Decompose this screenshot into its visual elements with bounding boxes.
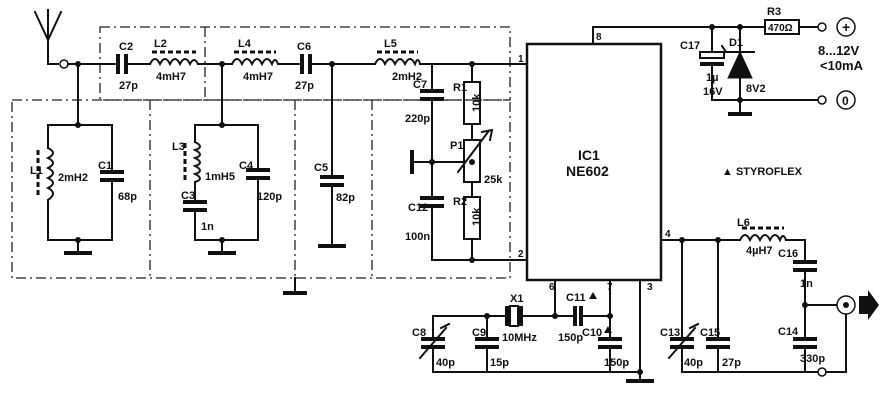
x1-value: 10MHz: [502, 332, 537, 344]
tank-l3-c3-c4: L3 1mH5 C3 1n C4 120p: [172, 124, 282, 255]
c3-ref: C3: [181, 190, 195, 202]
capacitor-c5: C5 82p: [314, 162, 355, 248]
d1-ref: D1: [729, 37, 743, 49]
l6-ref: L6: [737, 217, 750, 229]
capacitor-c6: C6 27p: [295, 41, 314, 92]
supply-current-label: <10mA: [820, 58, 864, 73]
c8-ref: C8: [412, 327, 426, 339]
pin-2-label: 2: [518, 249, 524, 260]
c16-ref: C16: [778, 248, 798, 260]
c7-ref: C7: [413, 79, 427, 91]
l3-value: 1mH5: [205, 171, 235, 183]
bias-network: C7 220p R1 10k P1 25k C12 100n R2 10k: [405, 63, 526, 261]
output-filter: L6 4µH7 C13 40p C15 27p C16 1n C14 330p: [660, 217, 879, 377]
l4-ref: L4: [238, 38, 252, 50]
r1-ref: R1: [453, 82, 467, 94]
pin-6-label: 6: [549, 282, 555, 293]
c15-value: 27p: [722, 357, 741, 369]
inductor-l5: L5 2mH2: [374, 38, 422, 83]
ic1-part: NE602: [566, 163, 609, 179]
c13-ref: C13: [660, 327, 680, 339]
l5-ref: L5: [384, 38, 397, 50]
c10-ref: C10: [582, 327, 602, 339]
supply-zero-symbol: 0: [842, 94, 849, 108]
supply-voltage-label: 8...12V: [818, 43, 860, 58]
r2-ref: R2: [453, 196, 467, 208]
l4-value: 4mH7: [243, 71, 273, 83]
pin-3-label: 3: [647, 282, 653, 293]
power-supply: R3 470Ω C17 1µ 16V D1 8V2 + 0 8...12V <1…: [592, 6, 864, 116]
c7-value: 220p: [405, 113, 430, 125]
ic1-ref: IC1: [578, 147, 600, 163]
output-arrow-icon: [859, 290, 879, 320]
antenna-icon: [33, 9, 69, 69]
c5-value: 82p: [336, 192, 355, 204]
c14-ref: C14: [778, 326, 799, 338]
c14-value: 330p: [800, 353, 825, 365]
r3-value: 470Ω: [768, 23, 793, 34]
c17-ref: C17: [680, 40, 700, 52]
l6-value: 4µH7: [746, 245, 773, 257]
c1-value: 68p: [118, 191, 137, 203]
ic-ground-icon: [626, 279, 654, 383]
styroflex-markers: [589, 292, 612, 333]
c17-voltage: 16V: [703, 86, 723, 98]
c11-ref: C11: [566, 292, 586, 304]
c6-ref: C6: [297, 41, 311, 53]
c3-value: 1n: [201, 221, 214, 233]
c17-value: 1µ: [706, 72, 718, 84]
c2-ref: C2: [119, 41, 133, 53]
junction-dots: [75, 61, 475, 263]
x1-ref: X1: [510, 293, 523, 305]
inductor-l4: L4 4mH7: [231, 38, 279, 83]
c11-value: 150p: [558, 332, 583, 344]
c5-ref: C5: [314, 162, 328, 174]
l5-value: 2mH2: [392, 71, 422, 83]
d1-value: 8V2: [746, 83, 766, 95]
l3-ref: L3: [172, 141, 185, 153]
c1-ref: C1: [98, 160, 112, 172]
capacitor-c2: C2 27p: [116, 41, 138, 92]
c8-value: 40p: [436, 357, 455, 369]
c4-ref: C4: [239, 160, 254, 172]
signal-wires: [67, 63, 526, 176]
c16-value: 1n: [800, 278, 813, 290]
p1-value: 25k: [484, 174, 503, 186]
pin-8-label: 8: [596, 32, 602, 43]
l1-value: 2mH2: [58, 172, 88, 184]
l1-ref: L1: [30, 165, 43, 177]
pin-4-label: 4: [665, 229, 671, 240]
r3-ref: R3: [767, 6, 781, 18]
c10-value: 150p: [604, 357, 629, 369]
r2-value: 10k: [471, 207, 483, 226]
l2-ref: L2: [154, 38, 167, 50]
c13-value: 40p: [684, 357, 703, 369]
c4-value: 120p: [257, 191, 282, 203]
chassis-ground-icon: [283, 277, 307, 295]
c2-value: 27p: [119, 80, 138, 92]
styroflex-note: ▲ STYROFLEX: [722, 166, 803, 178]
c9-ref: C9: [472, 327, 486, 339]
oscillator-section: C8 40p C9 15p X1 10MHz C11 150p C10 150p: [412, 279, 641, 373]
r1-value: 10k: [471, 93, 483, 112]
c9-value: 15p: [490, 357, 509, 369]
ic1-ne602: IC1 NE602 1 2 4 6 7 3 8: [518, 32, 671, 293]
tank-l1-c1: L1 2mH2 C1 68p: [30, 124, 137, 255]
l2-value: 4mH7: [156, 71, 186, 83]
filter-enclosures: [11, 26, 511, 279]
inductor-l2: L2 4mH7: [149, 38, 199, 83]
pin-1-label: 1: [518, 54, 524, 65]
c12-value: 100n: [405, 231, 430, 243]
c15-ref: C15: [700, 327, 720, 339]
supply-plus-symbol: +: [842, 19, 850, 35]
c6-value: 27p: [295, 80, 314, 92]
c12-ref: C12: [408, 202, 428, 214]
p1-ref: P1: [450, 140, 463, 152]
